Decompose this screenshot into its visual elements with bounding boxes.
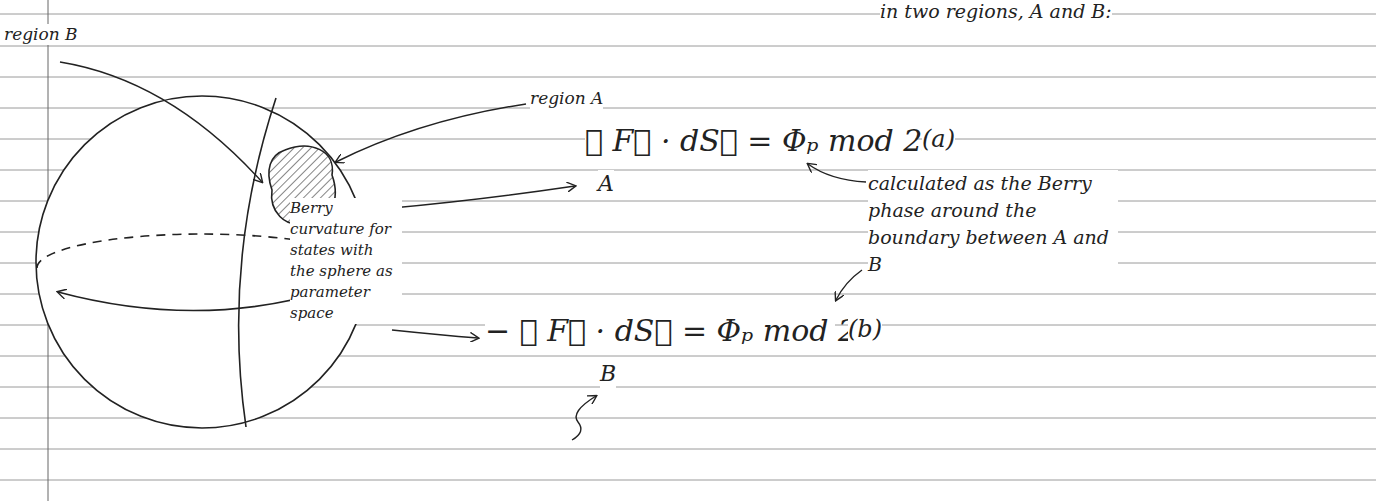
leader-lines bbox=[60, 62, 866, 440]
ruled-lines bbox=[0, 14, 1376, 480]
note-text: in two regions, A and B: bbox=[880, 0, 1112, 24]
equation: − ∮ F⃗ · dS⃗ = Φₚ mod 2π bbox=[485, 312, 835, 350]
region-label: region A bbox=[530, 88, 603, 109]
integral-domain: B bbox=[600, 360, 616, 388]
equation: ∮ F⃗ · dS⃗ = Φₚ mod 2π bbox=[585, 122, 915, 160]
region-label: region B bbox=[4, 24, 78, 45]
integral-domain: A bbox=[598, 170, 614, 198]
note-text: calculated as the Berry phase around the… bbox=[868, 170, 1118, 278]
note-text: Berry curvature for states with the sphe… bbox=[290, 198, 402, 324]
equation-number: (b) bbox=[848, 314, 882, 344]
equation-number: (a) bbox=[922, 124, 955, 154]
